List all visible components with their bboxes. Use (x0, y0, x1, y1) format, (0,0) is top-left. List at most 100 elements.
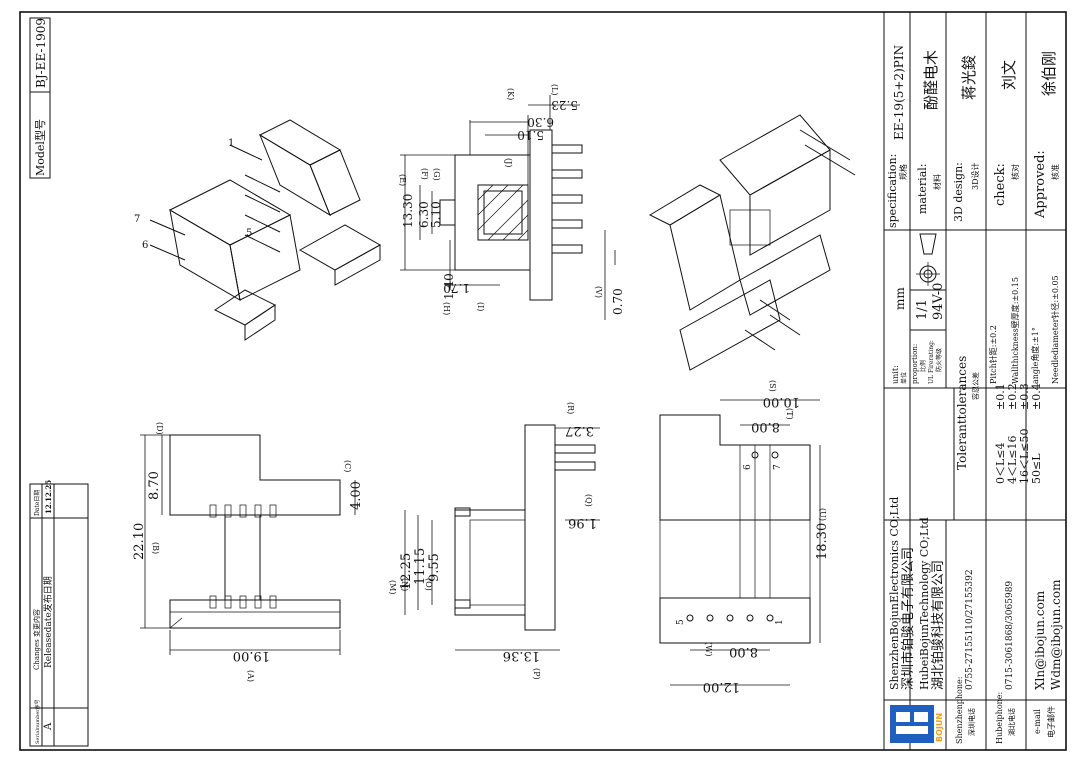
tol-value-3: ±0.3 (1018, 383, 1031, 410)
note-pitch: Pitch针距:±0.2 (988, 325, 998, 384)
tol-title: Toleranttolerances (955, 356, 969, 470)
dim-front-c-letter: (C) (343, 460, 352, 472)
tol-range-4: 50≤L (1030, 453, 1043, 484)
logo-text: BOJUN (935, 713, 944, 742)
model-box: Model型号 BJ-EE-1909 (29, 17, 51, 179)
dim-top-j-val: 5.10 (517, 128, 544, 142)
approved-label: Approved: (1033, 150, 1048, 219)
dim-bottom-t-letter: (T) (785, 408, 794, 420)
dim-front-d: 8.70 (147, 471, 162, 500)
dim-top-k-letter: (K) (506, 88, 515, 100)
company-hb-en: HubeiBojunTechnology CO;Ltd (918, 517, 931, 690)
check-value: 刘文 (1000, 60, 1018, 90)
changes-header-date: Date日期 (33, 490, 41, 516)
dim-top-v: 0.70 (611, 288, 625, 315)
note-wall: Wallthickness壁厚度:±0.15 (1010, 277, 1020, 384)
contact-sz-label: Shenzhenphone: (955, 677, 964, 744)
pin-label-bottom-7: 7 (773, 464, 783, 470)
model-label: Model型号 (33, 119, 47, 176)
spec-label: specification: (886, 154, 899, 228)
approved-value: 徐伯刚 (1040, 51, 1058, 96)
front-view: 22.10 8.70 4.00 19.00 (B) (D) (C) (A) (132, 422, 364, 682)
dim-side-m: 12.25 (399, 553, 414, 590)
note-needle: Needlediameter针径:±0.05 (1050, 275, 1060, 384)
dim-bottom-t: 8.00 (751, 419, 780, 434)
dim-bottom-w-letter: (W) (704, 642, 713, 656)
dim-top-l: 5.23 (551, 98, 578, 112)
material-value: 酚醛电木 (922, 50, 940, 110)
company-sz-cn: 深圳市铂骏电子有限公司 (900, 547, 916, 690)
pin-label-bottom-5: 5 (676, 619, 686, 625)
ul-label: UL Firerating: (928, 340, 935, 384)
dim-front-b: 22.10 (132, 523, 147, 560)
pin-label-iso-6: 6 (142, 240, 148, 251)
pin-label-bottom-6: 6 (743, 464, 753, 470)
dim-side-q-letter: (Q) (584, 494, 593, 507)
check-label: check: (993, 163, 1008, 206)
material-label: material: (916, 164, 929, 214)
dim-top-v-letter: (V) (594, 286, 603, 298)
dim-front-d-letter: (D) (155, 422, 164, 435)
dim-top-j-letter: (J) (504, 158, 513, 167)
dim-top-h: 1.40 (442, 273, 456, 300)
dim-side-r-letter: (R) (566, 402, 575, 414)
spec-value: EE-19(5+2)PIN (892, 45, 906, 140)
dim-side-p: 13.36 (503, 648, 540, 663)
tol-range-2: 4＜L≤16 (1006, 435, 1019, 484)
unit-value: mm (893, 287, 907, 310)
dim-top-g-letter: (G) (432, 168, 441, 181)
dim-bottom-s: 10.00 (763, 394, 800, 409)
projection-symbol-icon (916, 233, 940, 286)
pin-label-iso-7: 7 (134, 214, 140, 225)
side-view: 12.25 11.15 9.55 3.27 1.96 13.36 (M) (N)… (388, 402, 600, 680)
dim-top-e: 13.30 (401, 194, 415, 228)
design-value: 蒋光鋑 (960, 55, 978, 100)
proportion-sub: 比例 (919, 360, 927, 372)
company-hb-cn: 湖北铂骏科技有限公司 (930, 560, 946, 690)
contact-hb-value: 0715-3061868/3065989 (1005, 581, 1015, 690)
contact-mail-value-2: Wdm@ibojun.com (1049, 579, 1063, 690)
pin-label-iso-5: 5 (246, 228, 252, 239)
dim-top-k: 6.30 (527, 115, 554, 129)
dim-front-a: 19.00 (233, 648, 270, 663)
dim-top-l-letter: (L) (550, 84, 559, 96)
contact-mail-label: e-mail (1033, 709, 1042, 734)
dim-side-n-letter: (N) (400, 578, 409, 591)
bottom-pin-circles (686, 614, 774, 622)
tol-value-2: ±0.2 (1006, 383, 1019, 410)
hatch-pattern (477, 184, 529, 241)
dim-side-n: 11.15 (413, 548, 428, 585)
dim-side-o: 9.55 (427, 553, 442, 582)
proportion-value: 1/1 (915, 299, 930, 320)
dim-side-r: 3.27 (565, 423, 594, 438)
company-sz-en: ShenzhenBojunElectronics CO;Ltd (888, 497, 901, 690)
dim-bottom-s-letter: (S) (768, 380, 777, 392)
dim-top-e-letter: (E) (398, 174, 407, 186)
changes-row-date: 12.12.25 (44, 480, 53, 514)
dim-top-h-letter: (H) (442, 302, 451, 315)
tol-range-3: 16＜L≤50 (1018, 428, 1031, 484)
approved-sub: 核准 (1050, 164, 1060, 180)
dim-side-q: 1.96 (568, 515, 597, 530)
tol-value-4: ±0.4 (1030, 383, 1043, 410)
design-label: 3D design: (952, 162, 965, 222)
model-value: BJ-EE-1909 (34, 18, 48, 88)
ul-value: 94V-0 (931, 283, 946, 320)
dim-front-a-letter: (A) (246, 670, 255, 682)
dim-bottom-u: 18.30 (815, 523, 830, 560)
dim-front-b-letter: (B) (151, 542, 160, 554)
contact-hb-label: Hubeiphone: (995, 692, 1004, 744)
iso-view-left: 1 5 6 7 (134, 119, 382, 341)
unit-sub: 单位 (900, 372, 908, 384)
dim-side-p-letter: (P) (532, 668, 541, 680)
title-block: specification: 规格 EE-19(5+2)PIN material… (883, 11, 1067, 751)
tol-range-1: 0＜L≤4 (994, 442, 1007, 484)
unit-label: unit: (891, 365, 900, 384)
spec-sub: 规格 (898, 164, 908, 180)
dim-side-o-letter: (O) (424, 578, 433, 591)
design-sub: 3D设计 (970, 162, 980, 190)
ul-sub: 防火等级 (935, 348, 943, 372)
iso-view-right (648, 114, 856, 371)
dim-top-g: 5.10 (429, 201, 443, 228)
